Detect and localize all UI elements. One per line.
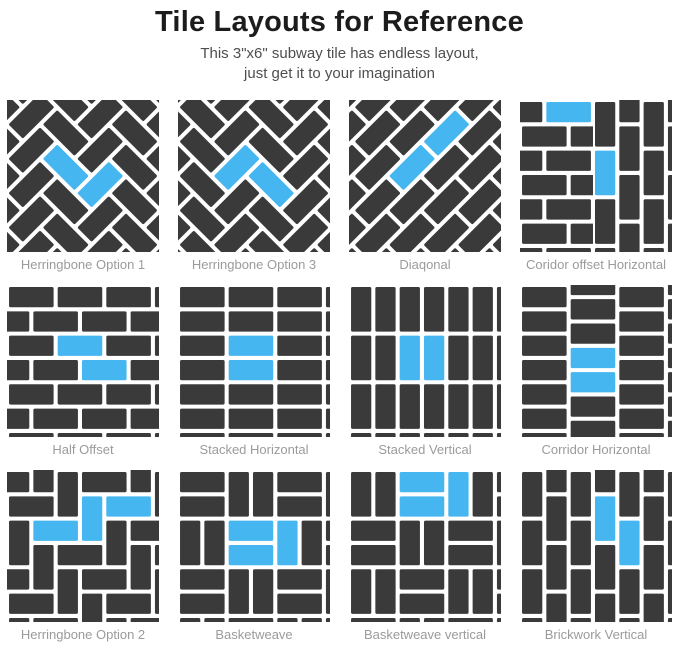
tile-pattern-basketweave [178, 469, 330, 622]
tile-pattern-herringbone90_step [7, 469, 159, 622]
tile-pattern-basketweave_vertical [349, 469, 501, 622]
swatch-grid: Herringbone Option 1 Herringbone Option 3… [0, 99, 679, 642]
page-title: Tile Layouts for Reference [155, 6, 524, 38]
swatch-label: Herringbone Option 3 [191, 256, 317, 272]
swatch-label: Basketweave vertical [363, 626, 487, 642]
subtitle-line-1: This 3"x6" subway tile has endless layou… [200, 45, 479, 62]
swatch-label: Half Offset [52, 441, 114, 457]
page-subtitle: This 3"x6" subway tile has endless layou… [0, 44, 679, 84]
tile-pattern-corridor_horizontal [520, 284, 672, 437]
swatch-diagonal: Diaqonal [349, 99, 501, 272]
swatch-label: Diaqonal [399, 256, 451, 272]
tile-pattern-herringbone45_check [7, 99, 159, 252]
swatch-herringbone90_step: Herringbone Option 2 [7, 469, 159, 642]
swatch-corridor_horizontal: Corridor Horizontal [520, 284, 672, 457]
swatch-corridor_offset_horizontal: Coridor offset Horizontal [520, 99, 672, 272]
swatch-basketweave_vertical: Basketweave vertical [349, 469, 501, 642]
swatch-basketweave: Basketweave [178, 469, 330, 642]
tile-pattern-diagonal [349, 99, 501, 252]
tile-pattern-stacked_horizontal [178, 284, 330, 437]
swatch-label: Basketweave [215, 626, 293, 642]
tile-pattern-brickwork_vertical [520, 469, 672, 622]
subtitle-line-2: just get it to your imagination [244, 64, 435, 82]
swatch-herringbone45_arrow: Herringbone Option 3 [178, 99, 330, 272]
tile-pattern-half_offset [7, 284, 159, 437]
swatch-label: Stacked Horizontal [199, 441, 309, 457]
tile-pattern-stacked_vertical [349, 284, 501, 437]
swatch-stacked_horizontal: Stacked Horizontal [178, 284, 330, 457]
header: Tile Layouts for Reference This 3"x6" su… [0, 0, 679, 84]
tile-pattern-corridor_offset_horizontal [520, 99, 672, 252]
swatch-label: Herringbone Option 1 [20, 256, 146, 272]
swatch-herringbone45_check: Herringbone Option 1 [7, 99, 159, 272]
tile-pattern-herringbone45_arrow [178, 99, 330, 252]
swatch-label: Corridor Horizontal [541, 441, 651, 457]
swatch-label: Stacked Vertical [378, 441, 472, 457]
swatch-label: Herringbone Option 2 [20, 626, 146, 642]
swatch-stacked_vertical: Stacked Vertical [349, 284, 501, 457]
swatch-label: Brickwork Vertical [544, 626, 648, 642]
swatch-half_offset: Half Offset [7, 284, 159, 457]
swatch-label: Coridor offset Horizontal [526, 256, 666, 272]
swatch-brickwork_vertical: Brickwork Vertical [520, 469, 672, 642]
